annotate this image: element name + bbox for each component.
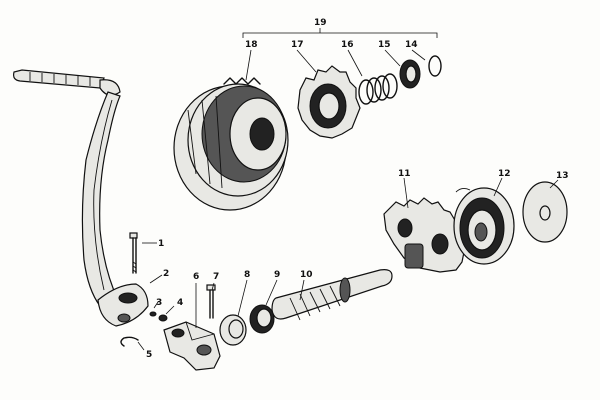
label-1: 1: [158, 239, 164, 249]
label-6: 6: [193, 272, 199, 282]
pin-3: [149, 311, 157, 317]
pawl-lever-6: [163, 321, 221, 371]
label-5: 5: [146, 350, 152, 360]
label-18: 18: [245, 40, 258, 50]
label-17: 17: [291, 40, 304, 50]
label-4: 4: [177, 298, 183, 308]
label-10: 10: [300, 270, 313, 280]
label-11: 11: [398, 169, 411, 179]
label-2: 2: [163, 269, 169, 279]
bearing-9: [249, 304, 275, 334]
quadrant-gear-11: [383, 197, 465, 273]
leader-lines: [137, 49, 559, 351]
spring-16: [358, 73, 398, 105]
label-14: 14: [405, 40, 418, 50]
circlip-14: [428, 55, 442, 77]
bolt-1: [129, 232, 138, 274]
label-19: 19: [314, 18, 327, 28]
bracket-19: [242, 28, 438, 38]
drum-12: [453, 187, 515, 265]
label-16: 16: [341, 40, 354, 50]
sprocket-17: [297, 65, 361, 139]
label-3: 3: [156, 298, 162, 308]
bolt-7: [206, 284, 216, 319]
washer-4: [158, 314, 168, 322]
bush-8: [219, 314, 247, 346]
shaft-10: [271, 269, 393, 321]
flywheel-18: [173, 77, 289, 211]
label-12: 12: [498, 169, 511, 179]
disc-13: [522, 181, 568, 243]
kick-lever: [13, 69, 149, 327]
labels: 1 2 3 4 5 6 7 8 9 10 11 12 13 14 15 16 1…: [146, 18, 569, 360]
circlip-5: [120, 336, 139, 347]
label-7: 7: [213, 272, 219, 282]
label-9: 9: [274, 270, 280, 280]
label-13: 13: [556, 171, 569, 181]
label-8: 8: [244, 270, 250, 280]
washer-15: [399, 59, 421, 89]
label-15: 15: [378, 40, 391, 50]
